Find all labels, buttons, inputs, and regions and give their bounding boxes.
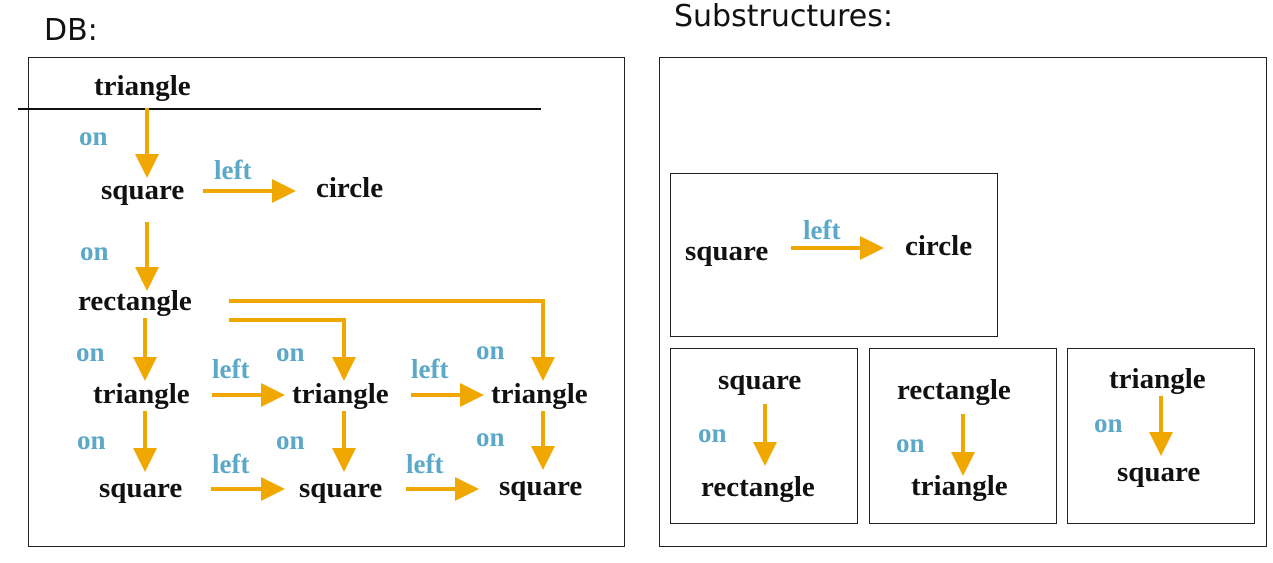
sub1-source-node: square	[685, 235, 769, 267]
db-panel	[28, 57, 625, 547]
db-label-on-6: on	[77, 425, 106, 455]
db-label-left-2: left	[212, 354, 250, 384]
db-node-square-1: square	[101, 174, 185, 206]
sub1-target-node: circle	[905, 230, 973, 262]
sub4-source-node: triangle	[1109, 363, 1206, 395]
db-node-square-a: square	[99, 472, 183, 504]
sub2-source-node: square	[718, 364, 802, 396]
db-node-triangle-a: triangle	[93, 378, 190, 410]
sub3-relation-label: on	[896, 428, 925, 458]
substructure-box-triangle-on-square	[1067, 348, 1255, 524]
db-node-square-b: square	[299, 472, 383, 504]
sub3-target-node: triangle	[911, 470, 1008, 502]
sub4-target-node: square	[1117, 456, 1201, 488]
substructure-box-square-left-circle	[670, 173, 998, 337]
substructure-box-square-on-rectangle	[670, 348, 858, 524]
substructure-box-rectangle-on-triangle	[869, 348, 1057, 524]
substructures-heading: Substructures:	[674, 0, 893, 34]
db-label-left-3: left	[411, 354, 449, 384]
edge-rectangle-on-triangle-b	[229, 318, 356, 381]
db-label-on-7: on	[276, 425, 305, 455]
db-label-left-1: left	[214, 155, 252, 185]
db-node-triangle-b: triangle	[292, 378, 389, 410]
db-node-circle: circle	[316, 172, 384, 204]
sub3-source-node: rectangle	[897, 374, 1011, 406]
sub2-relation-label: on	[698, 418, 727, 448]
db-label-left-4: left	[212, 449, 250, 479]
db-node-square-c: square	[499, 470, 583, 502]
db-node-triangle-top: triangle	[94, 70, 191, 102]
sub1-relation-label: left	[803, 215, 841, 245]
db-label-on-3: on	[76, 337, 105, 367]
db-label-on-1: on	[79, 121, 108, 151]
edge-rectangle-on-triangle-c	[229, 299, 555, 381]
sub4-relation-label: on	[1094, 408, 1123, 438]
db-label-left-5: left	[406, 449, 444, 479]
db-label-on-5: on	[476, 335, 505, 365]
db-heading: DB:	[44, 13, 98, 48]
db-label-on-8: on	[476, 422, 505, 452]
db-label-on-4: on	[276, 337, 305, 367]
db-node-triangle-c: triangle	[491, 378, 588, 410]
sub2-target-node: rectangle	[701, 471, 815, 503]
substructures-panel	[659, 57, 1267, 547]
db-label-on-2: on	[80, 236, 109, 266]
db-node-rectangle: rectangle	[78, 285, 192, 317]
